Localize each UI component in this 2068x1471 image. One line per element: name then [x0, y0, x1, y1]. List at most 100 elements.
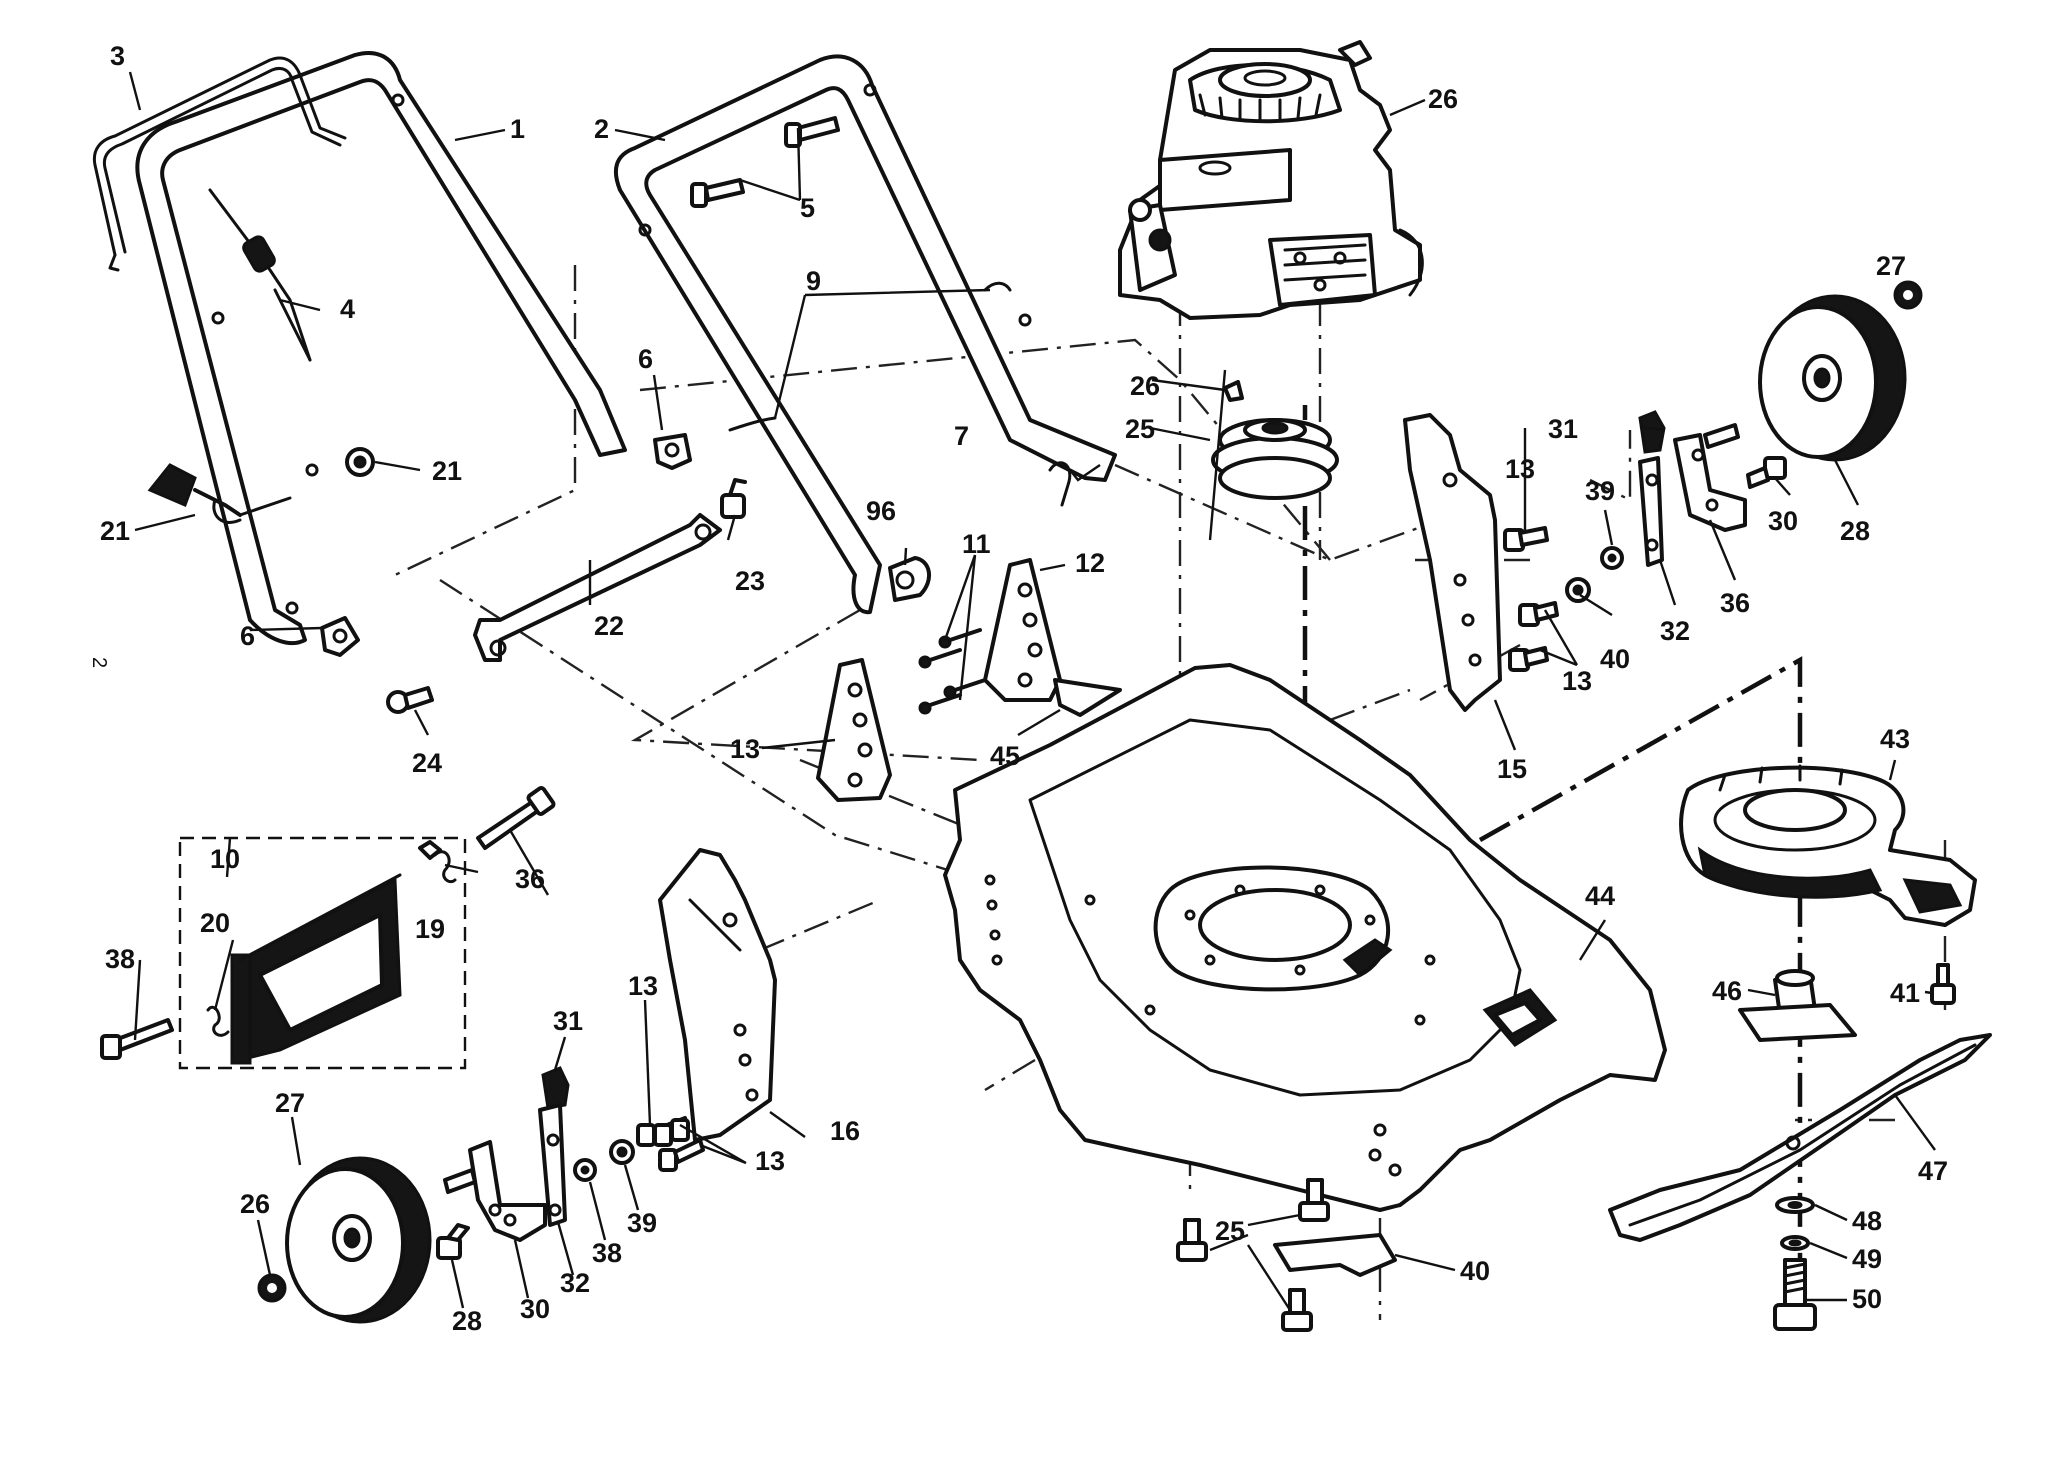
lever-31-left: [541, 1066, 570, 1110]
callout-32-left: 32: [560, 1268, 590, 1298]
callout-13-right-lower: 13: [1562, 666, 1592, 696]
lever-31-right: [1638, 410, 1666, 454]
key-23: [1223, 380, 1244, 402]
callout-13-right-top: 13: [1505, 454, 1535, 484]
callout-14: 15: [1497, 754, 1527, 784]
bolts-13-left: [636, 1116, 705, 1172]
callout-11: 12: [1075, 548, 1105, 578]
washers-38-39-right: [1565, 546, 1624, 603]
callout-13-left-lower: 13: [755, 1146, 785, 1176]
height-bracket-14: [1403, 413, 1502, 712]
callout-48: 48: [1852, 1206, 1882, 1236]
callout-25: 25: [1215, 1216, 1245, 1246]
callout-23: 26: [1130, 371, 1160, 401]
callout-4: 4: [340, 294, 355, 324]
callout-31-left: 31: [553, 1006, 583, 1036]
wheel-27-left: [285, 1156, 432, 1324]
callout-27-left: 27: [275, 1088, 305, 1118]
plate-12: [816, 658, 892, 802]
baffle-45: [1053, 678, 1122, 717]
leader-lines: [128, 71, 1936, 1311]
engine-24: [1118, 40, 1424, 320]
callout-19: 21: [100, 516, 130, 546]
callout-9: 10: [210, 844, 240, 874]
callout-2: 2: [594, 114, 609, 144]
callout-12: 13: [730, 734, 760, 764]
nut-26-left: [257, 1273, 287, 1303]
upper-handle-2: [613, 54, 1117, 615]
callout-36-right: 36: [515, 864, 545, 894]
callout-31-right: 31: [1548, 414, 1578, 444]
callout-10: 11: [962, 529, 991, 559]
page-mark: 2: [88, 657, 110, 668]
clamp-96: [888, 556, 931, 602]
callout-21-top: 23: [735, 566, 765, 596]
plate-11: [983, 558, 1062, 702]
callout-7: 7: [954, 421, 969, 451]
control-bar-3: [92, 56, 347, 272]
callout-17: 20: [200, 908, 230, 938]
callout-39-right: 40: [1600, 644, 1630, 674]
callout-45: 45: [990, 741, 1020, 771]
nut-26-right: [1893, 280, 1923, 310]
callout-40: 40: [1460, 1256, 1490, 1286]
callout-6-top: 6: [638, 344, 653, 374]
bolt-28-left: [436, 1223, 470, 1260]
callout-1: 1: [510, 114, 525, 144]
rod-20: [473, 513, 722, 662]
callout-32-right: 32: [1660, 616, 1690, 646]
callout-27-right: 28: [1840, 516, 1870, 546]
callout-28-right: 30: [1768, 506, 1798, 536]
callout-8: 9: [806, 266, 821, 296]
callout-50: 50: [1852, 1284, 1882, 1314]
bolt-21-top: [720, 478, 747, 519]
callout-36-left: 38: [105, 944, 135, 974]
bolt-50: [1773, 1258, 1817, 1331]
bracket-34: [1673, 433, 1747, 532]
height-bracket-15: [658, 848, 777, 1142]
bolts-13-right: [1503, 526, 1559, 672]
callout-44: 44: [1585, 881, 1615, 911]
lever-32-left: [538, 1103, 567, 1227]
callout-30: 30: [520, 1294, 550, 1324]
callout-46: 46: [1712, 976, 1742, 1006]
washers-48-49: [1775, 1196, 1815, 1251]
callout-labels: 3 1 2 5 4 9 6 7 21 21 96 11 12 23 22 6 2…: [88, 41, 1948, 1336]
callout-47: 47: [1918, 1156, 1948, 1186]
cable-ties-8: [728, 281, 1012, 432]
support-46: [1738, 969, 1857, 1042]
callout-20: 22: [594, 611, 624, 641]
callout-6-lower: 6: [240, 621, 255, 651]
pins-10: [918, 628, 987, 715]
bolt-36-left: [100, 1018, 174, 1060]
callout-26-right: 27: [1876, 251, 1906, 281]
callout-38-left: 38: [592, 1238, 622, 1268]
lever-32-right: [1638, 456, 1664, 567]
callout-15: 16: [830, 1116, 860, 1146]
callout-39-left: 39: [627, 1208, 657, 1238]
wheel-27-right: [1758, 294, 1907, 462]
callout-16: 19: [415, 914, 445, 944]
callout-38-right: 39: [1585, 476, 1615, 506]
knob-19: [147, 463, 292, 524]
callout-24: 26: [1428, 84, 1458, 114]
callout-5: 5: [800, 193, 815, 223]
bracket-30: [468, 1140, 547, 1242]
axle-right: [1703, 423, 1740, 449]
washers-38-39-left: [573, 1139, 635, 1182]
callout-3: 3: [110, 41, 125, 71]
callout-22: 25: [1125, 414, 1155, 444]
cable-4: [208, 188, 312, 362]
deck-44: [943, 663, 1667, 1212]
blade-47: [1608, 1033, 1992, 1242]
lower-handle-1: [135, 51, 627, 646]
callout-49: 49: [1852, 1244, 1882, 1274]
callout-26-left: 26: [240, 1189, 270, 1219]
bolts-25: [1176, 1178, 1330, 1332]
clip-6-top: [653, 433, 692, 470]
callout-21-lower: 24: [412, 748, 442, 778]
clip-6-lower: [320, 616, 360, 657]
callout-43: 43: [1880, 724, 1910, 754]
callout-18: 21: [432, 456, 462, 486]
